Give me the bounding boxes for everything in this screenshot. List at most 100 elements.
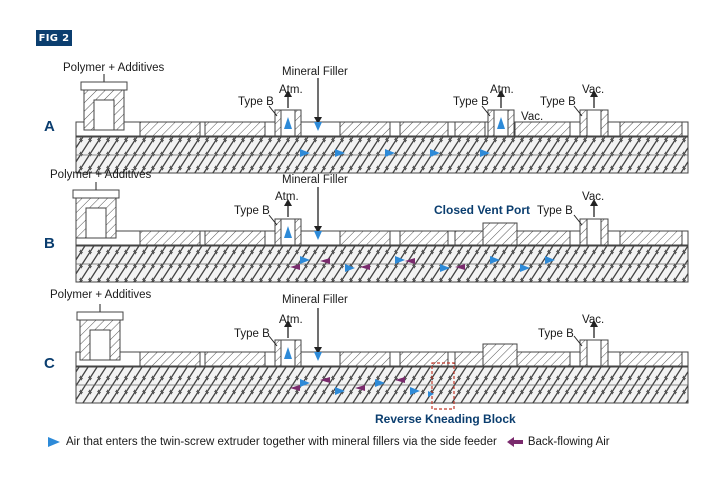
row-c-hopper-cap xyxy=(76,311,124,321)
row-a-barrel-segment xyxy=(619,121,683,137)
legend-backflow-text: Back-flowing Air xyxy=(527,436,610,448)
row-c-filler-label: Mineral Filler xyxy=(282,294,348,306)
row-b-barrel-segment xyxy=(204,230,266,246)
row-b-atm-label: Atm. xyxy=(275,191,299,203)
legend-air-text: Air that enters the twin-screw extruder … xyxy=(66,436,497,448)
row-b-backflow-arrow xyxy=(405,258,415,264)
row-b-barrel-segment xyxy=(619,230,683,246)
row-c-flow-arrow-end xyxy=(428,391,434,397)
row-a-atm-arrow-head xyxy=(284,90,292,97)
row-a-type-b-3: Type B xyxy=(540,96,576,108)
row-b-air-arrow xyxy=(284,226,292,238)
row-a-flow-arrow xyxy=(385,149,395,157)
row-b-closed-vent xyxy=(482,222,518,246)
row-a-flow-arrow xyxy=(300,149,310,157)
row-c-flow-arrow xyxy=(410,387,420,395)
row-b-filler-air-arrow xyxy=(314,231,322,240)
row-c-type-b-pointer-2 xyxy=(573,335,583,347)
row-c-barrel-segment xyxy=(139,351,201,367)
row-c-backflow-arrow xyxy=(395,377,405,383)
row-c-type-b-3: Type B xyxy=(538,328,574,340)
row-c-atm-arrow-head xyxy=(284,320,292,327)
row-a-flow-arrow xyxy=(480,149,490,157)
row-b-backflow-arrow xyxy=(455,264,465,270)
row-c-reverse-block-box xyxy=(431,362,455,410)
row-c-barrel-segment xyxy=(619,351,683,367)
row-a-vac-arrow-head xyxy=(590,90,598,97)
row-a-filler-arrow-head xyxy=(314,117,322,124)
legend: Air that enters the twin-screw extruder … xyxy=(48,433,610,451)
row-c-flow-arrow xyxy=(300,379,310,387)
row-b-type-b-3: Type B xyxy=(537,205,573,217)
row-a-hopper-throat xyxy=(93,99,115,131)
row-c-hopper-throat xyxy=(89,329,111,361)
figure-tag: FIG 2 xyxy=(36,30,72,46)
row-c-backflow-arrow xyxy=(290,385,300,391)
row-c-type-b-1: Type B xyxy=(234,328,270,340)
row-b-filler-arrow-head xyxy=(314,226,322,233)
row-a-flow-arrow xyxy=(335,149,345,157)
row-a-barrel-segment xyxy=(514,121,571,137)
row-c-barrel-outline xyxy=(75,351,689,367)
row-c-feed-label: Polymer + Additives xyxy=(50,289,152,301)
row-c-backflow-arrow xyxy=(355,385,365,391)
row-a-type-b-pointer-3 xyxy=(481,105,491,117)
row-a-atm-label: Atm. xyxy=(279,84,303,96)
row-a-barrel-outline xyxy=(75,121,689,137)
row-c-flow-arrow xyxy=(335,387,345,395)
row-a-barrel-segment xyxy=(454,121,486,137)
purple-arrow-icon xyxy=(506,437,523,447)
row-b-flow-arrow xyxy=(490,256,500,264)
row-b-flow-arrow xyxy=(345,264,355,272)
row-a-type-b-2: Type B xyxy=(453,96,489,108)
row-a-atm-label-2: Atm. xyxy=(490,84,514,96)
row-a-barrel-segment xyxy=(339,121,391,137)
row-b-type-b-pointer-2 xyxy=(573,214,583,226)
row-b-backflow-arrow xyxy=(320,258,330,264)
row-b-barrel-segment xyxy=(399,230,449,246)
row-b-atm-arrow-head xyxy=(284,199,292,206)
row-b-flow-arrow xyxy=(545,256,555,264)
row-b-flow-arrow xyxy=(395,256,405,264)
row-c-barrel-segment xyxy=(399,351,449,367)
row-c-closed-vent xyxy=(482,343,518,367)
row-a-barrel-segment xyxy=(399,121,449,137)
row-a-air-arrow xyxy=(284,117,292,129)
row-a-barrel-segment xyxy=(139,121,201,137)
row-b-barrel-segment xyxy=(514,230,571,246)
row-b-backflow-arrow xyxy=(360,264,370,270)
row-a-hopper-cap xyxy=(80,81,128,91)
row-b-closed-vent: Closed Vent Port xyxy=(434,203,530,217)
row-a-vac-label: Vac. xyxy=(582,84,604,96)
row-a-air-arrow-2 xyxy=(497,117,505,129)
row-a-vac-small: Vac. xyxy=(521,111,543,123)
row-a-barrel-segment xyxy=(204,121,266,137)
row-a-letter: A xyxy=(44,118,55,135)
row-c-vac-label: Vac. xyxy=(582,314,604,326)
row-b-barrel-segment xyxy=(339,230,391,246)
row-a-vent-vac-opening xyxy=(586,109,602,137)
row-a-type-b-pointer-2 xyxy=(573,105,583,117)
row-b-flow-arrow xyxy=(520,264,530,272)
row-c-flow-arrow xyxy=(375,379,385,387)
row-b-vac-arrow-head xyxy=(590,199,598,206)
row-c-filler-air-arrow xyxy=(314,352,322,361)
row-b-type-b-1: Type B xyxy=(234,205,270,217)
row-b-vac-label: Vac. xyxy=(582,191,604,203)
row-c-air-arrow xyxy=(284,347,292,359)
row-b-flow-arrow xyxy=(440,264,450,272)
row-a-atm-arrow-2-head xyxy=(497,90,505,97)
row-a-filler-label: Mineral Filler xyxy=(282,66,348,78)
row-b-flow-arrow xyxy=(300,256,310,264)
row-c-barrel-segment xyxy=(204,351,266,367)
row-c-filler-arrow-head xyxy=(314,347,322,354)
legend-item-backflow: Back-flowing Air xyxy=(497,436,610,448)
row-a-type-b-pointer xyxy=(268,105,278,117)
row-b-filler-label: Mineral Filler xyxy=(282,174,348,186)
row-b-vent-vac-opening xyxy=(586,218,602,246)
row-a-flow-arrow xyxy=(430,149,440,157)
row-c-reverse-block-label: Reverse Kneading Block xyxy=(375,412,516,426)
row-c-barrel-segment xyxy=(454,351,486,367)
row-a-filler-air-arrow xyxy=(314,122,322,131)
row-c-atm-label: Atm. xyxy=(279,314,303,326)
